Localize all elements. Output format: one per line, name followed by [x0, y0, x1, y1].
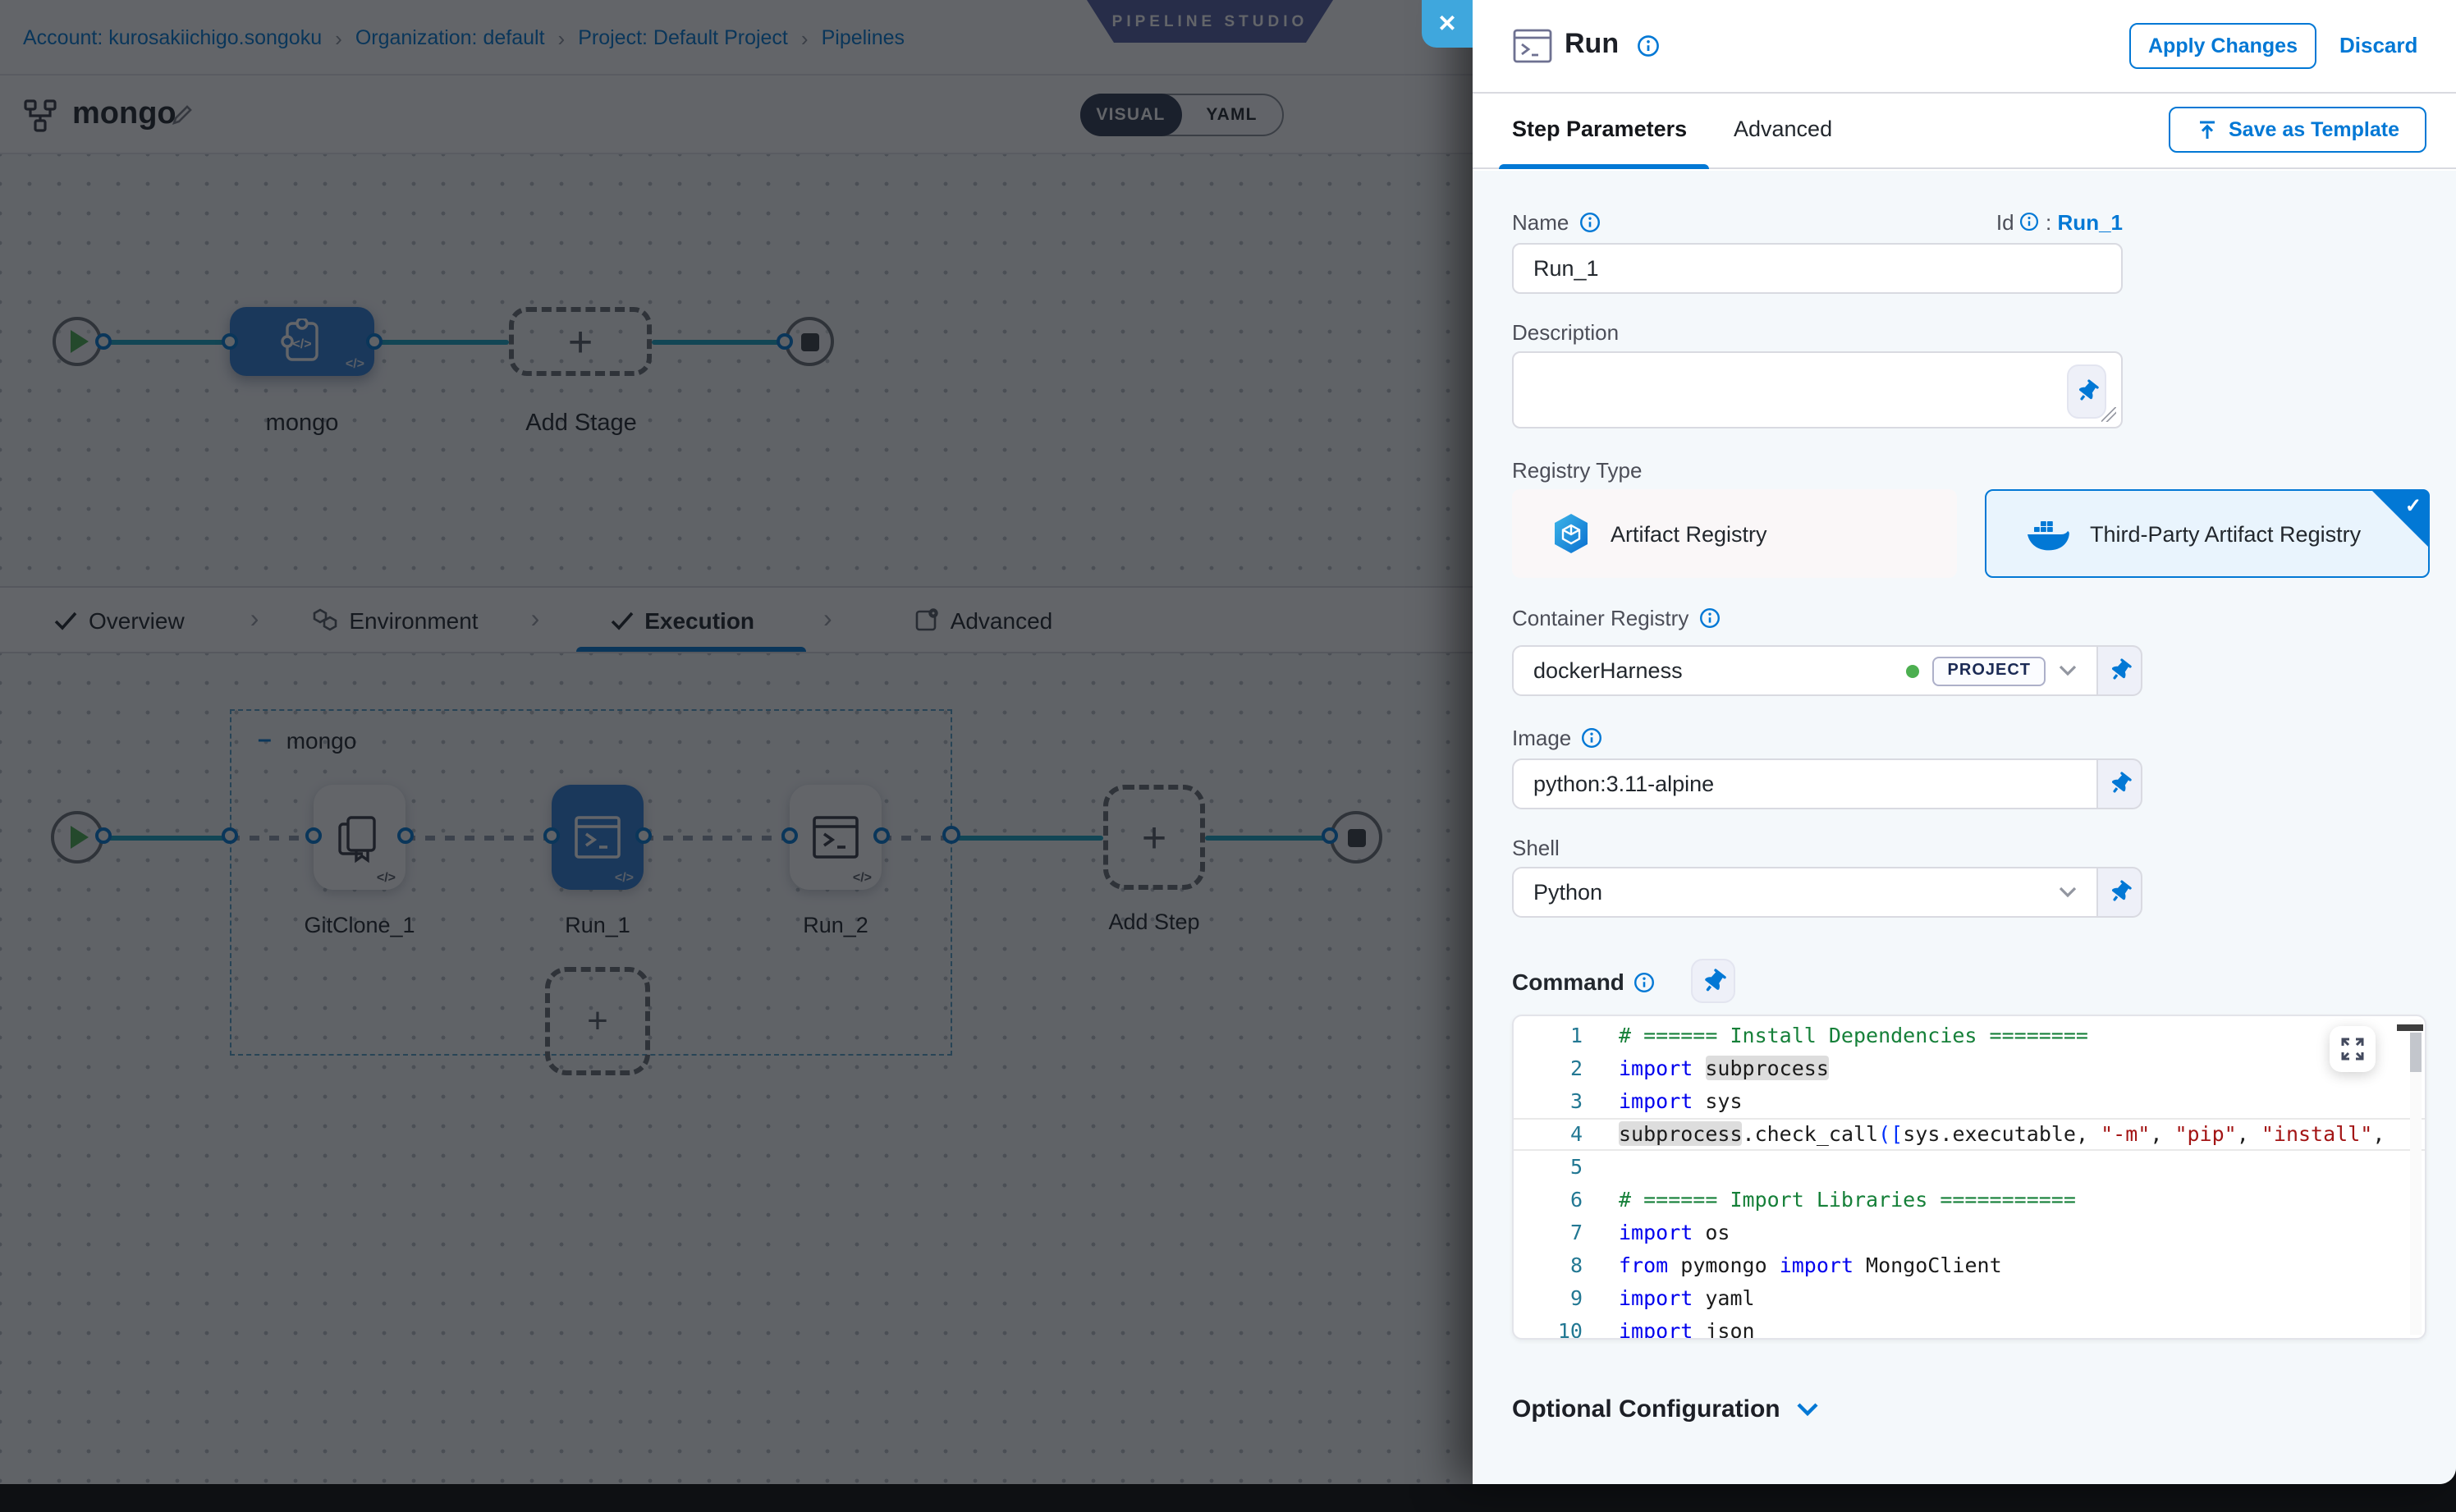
code-line[interactable]: 8from pymongo import MongoClient — [1514, 1249, 2425, 1282]
registry-option-artifact[interactable]: Artifact Registry — [1512, 489, 1957, 578]
command-code-editor[interactable]: 1# ====== Install Dependencies ========2… — [1512, 1015, 2426, 1340]
chevron-down-icon[interactable] — [2059, 665, 2077, 676]
modal-dim-overlay — [0, 0, 1473, 1484]
artifact-registry-icon — [1551, 512, 1591, 555]
optional-configuration-label: Optional Configuration — [1512, 1395, 1780, 1423]
pin-button[interactable] — [2098, 758, 2142, 809]
container-registry-field[interactable]: dockerHarness PROJECT — [1512, 645, 2142, 696]
name-input[interactable]: Run_1 — [1512, 243, 2123, 294]
info-icon[interactable] — [1637, 34, 1660, 57]
panel-tab-bar: Step Parameters Advanced Save as Templat… — [1473, 94, 2456, 169]
shell-value: Python — [1533, 880, 1602, 905]
id-row: Id : Run_1 — [1512, 210, 2123, 235]
pin-button[interactable] — [2067, 364, 2106, 419]
step-id-value[interactable]: Run_1 — [2058, 210, 2123, 235]
fullscreen-icon — [2341, 1038, 2364, 1061]
container-registry-value: dockerHarness — [1533, 658, 1683, 683]
save-as-template-button[interactable]: Save as Template — [2169, 107, 2426, 153]
pin-icon — [2072, 377, 2101, 406]
code-line[interactable]: 3import sys — [1514, 1085, 2425, 1118]
code-line[interactable]: 5 — [1514, 1151, 2425, 1184]
command-label: Command — [1512, 969, 1656, 995]
step-title: Run — [1565, 28, 1619, 61]
tab-step-parameters[interactable]: Step Parameters — [1512, 117, 1687, 141]
resize-handle[interactable] — [2101, 407, 2116, 422]
chevron-down-icon[interactable] — [2059, 887, 2077, 898]
pin-icon — [2105, 656, 2134, 685]
pin-icon — [1697, 964, 1729, 997]
connector-status-dot — [1907, 664, 1920, 677]
code-lines: 1# ====== Install Dependencies ========2… — [1514, 1019, 2425, 1340]
pin-button[interactable] — [2098, 867, 2142, 918]
shell-select[interactable]: Python — [1512, 867, 2142, 918]
editor-scrollbar[interactable] — [2410, 1019, 2422, 1335]
info-icon[interactable] — [1581, 727, 1602, 749]
optional-configuration-toggle[interactable]: Optional Configuration — [1512, 1395, 1820, 1423]
code-line[interactable]: 9import yaml — [1514, 1282, 2425, 1315]
image-field[interactable]: python:3.11-alpine — [1512, 758, 2142, 809]
pin-button[interactable] — [2098, 645, 2142, 696]
registry-option-label: Third-Party Artifact Registry — [2090, 521, 2361, 546]
tab-advanced[interactable]: Advanced — [1734, 117, 1832, 141]
pin-icon — [2105, 877, 2134, 907]
expand-editor-button[interactable] — [2330, 1026, 2376, 1072]
step-config-panel: Run Apply Changes Discard Step Parameter… — [1473, 0, 2456, 1484]
image-value: python:3.11-alpine — [1533, 772, 1714, 796]
registry-option-label: Artifact Registry — [1611, 521, 1767, 546]
docker-icon — [2026, 516, 2070, 551]
upload-icon — [2196, 119, 2217, 140]
registry-option-third-party[interactable]: Third-Party Artifact Registry ✓ — [1985, 489, 2430, 578]
registry-type-label: Registry Type — [1512, 458, 1643, 483]
close-panel-button[interactable]: ✕ — [1422, 0, 1473, 48]
pin-icon — [2105, 769, 2134, 799]
code-line[interactable]: 2import subprocess — [1514, 1052, 2425, 1085]
close-icon: ✕ — [1437, 10, 1456, 38]
code-line[interactable]: 1# ====== Install Dependencies ======== — [1514, 1019, 2425, 1052]
container-registry-label: Container Registry — [1512, 606, 1720, 630]
shell-label: Shell — [1512, 836, 1560, 860]
image-label: Image — [1512, 726, 1602, 750]
scrollbar-thumb[interactable] — [2410, 1033, 2422, 1072]
scope-badge: PROJECT — [1933, 656, 2046, 685]
code-line[interactable]: 7import os — [1514, 1216, 2425, 1249]
discard-button[interactable]: Discard — [2339, 33, 2417, 57]
pipeline-studio-background: Account: kurosakiichigo.songoku › Organi… — [0, 0, 1473, 1484]
info-icon[interactable] — [2020, 212, 2040, 231]
bottom-edge — [0, 1484, 2456, 1512]
chevron-down-icon — [1797, 1402, 1820, 1417]
code-line[interactable]: 6# ====== Import Libraries =========== — [1514, 1184, 2425, 1216]
description-textarea[interactable] — [1512, 351, 2123, 428]
active-tab-underline — [1499, 163, 1709, 169]
code-line[interactable]: 4subprocess.check_call([sys.executable, … — [1514, 1118, 2425, 1151]
overview-ruler-mark — [2397, 1024, 2423, 1031]
terminal-icon — [1512, 28, 1553, 64]
info-icon[interactable] — [1698, 607, 1720, 629]
save-as-template-label: Save as Template — [2229, 118, 2399, 141]
info-icon[interactable] — [1634, 971, 1656, 992]
apply-changes-button[interactable]: Apply Changes — [2129, 23, 2316, 69]
code-line[interactable]: 10import json — [1514, 1315, 2425, 1340]
description-label: Description — [1512, 320, 1619, 345]
panel-header: Run Apply Changes Discard — [1473, 0, 2456, 94]
pin-button[interactable] — [1691, 959, 1735, 1003]
check-icon: ✓ — [2405, 494, 2422, 517]
